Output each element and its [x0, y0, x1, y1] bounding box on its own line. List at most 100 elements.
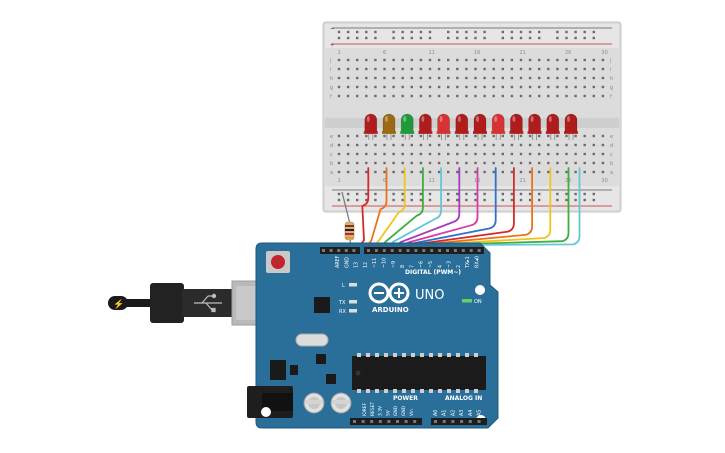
rail-hole[interactable] — [410, 192, 413, 196]
breadboard-hole[interactable] — [337, 94, 341, 98]
breadboard-hole[interactable] — [356, 67, 359, 71]
rail-hole[interactable] — [410, 198, 413, 202]
breadboard-hole[interactable] — [346, 143, 350, 147]
breadboard-hole[interactable] — [419, 143, 423, 147]
breadboard-hole[interactable] — [447, 85, 450, 89]
breadboard-hole[interactable] — [465, 161, 468, 165]
breadboard-hole[interactable] — [565, 58, 568, 62]
breadboard-hole[interactable] — [583, 143, 586, 147]
breadboard-hole[interactable] — [374, 134, 377, 138]
breadboard-hole[interactable] — [383, 76, 386, 80]
rail-hole[interactable] — [510, 30, 514, 34]
breadboard-hole[interactable] — [547, 94, 550, 98]
breadboard-hole[interactable] — [419, 58, 423, 62]
breadboard-hole[interactable] — [365, 76, 368, 80]
led[interactable] — [564, 113, 578, 140]
breadboard-hole[interactable] — [510, 143, 514, 147]
breadboard-hole[interactable] — [592, 161, 595, 165]
rail-hole[interactable] — [574, 198, 577, 202]
breadboard-hole[interactable] — [601, 170, 605, 174]
breadboard-hole[interactable] — [447, 76, 450, 80]
breadboard-hole[interactable] — [547, 76, 550, 80]
breadboard-hole[interactable] — [483, 161, 486, 165]
breadboard-hole[interactable] — [592, 94, 595, 98]
breadboard-hole[interactable] — [365, 161, 368, 165]
breadboard-hole[interactable] — [419, 85, 423, 89]
breadboard-hole[interactable] — [574, 152, 577, 156]
rail-hole[interactable] — [447, 36, 450, 40]
breadboard-hole[interactable] — [601, 161, 605, 165]
breadboard-hole[interactable] — [483, 134, 486, 138]
rail-hole[interactable] — [401, 198, 404, 202]
rail-hole[interactable] — [501, 36, 504, 40]
breadboard-hole[interactable] — [519, 58, 523, 62]
rail-hole[interactable] — [392, 198, 395, 202]
breadboard-hole[interactable] — [510, 76, 514, 80]
breadboard-hole[interactable] — [501, 85, 504, 89]
breadboard-hole[interactable] — [392, 76, 395, 80]
breadboard-hole[interactable] — [510, 152, 514, 156]
breadboard-hole[interactable] — [483, 67, 486, 71]
breadboard-hole[interactable] — [592, 152, 595, 156]
breadboard-hole[interactable] — [501, 94, 504, 98]
breadboard-hole[interactable] — [538, 85, 541, 89]
breadboard-hole[interactable] — [510, 67, 514, 71]
breadboard-hole[interactable] — [383, 161, 386, 165]
breadboard-hole[interactable] — [337, 134, 341, 138]
breadboard-hole[interactable] — [437, 85, 441, 89]
breadboard-hole[interactable] — [501, 76, 504, 80]
rail-hole[interactable] — [456, 198, 459, 202]
rail-hole[interactable] — [556, 192, 559, 196]
breadboard-hole[interactable] — [428, 152, 432, 156]
breadboard-hole[interactable] — [383, 143, 386, 147]
breadboard-hole[interactable] — [401, 152, 404, 156]
rail-hole[interactable] — [556, 198, 559, 202]
breadboard-hole[interactable] — [401, 76, 404, 80]
rail-hole[interactable] — [356, 36, 359, 40]
rail-hole[interactable] — [410, 36, 413, 40]
breadboard-hole[interactable] — [410, 152, 413, 156]
breadboard-hole[interactable] — [556, 134, 559, 138]
breadboard-hole[interactable] — [465, 143, 468, 147]
breadboard-hole[interactable] — [519, 134, 523, 138]
power-header[interactable] — [350, 418, 422, 425]
breadboard-hole[interactable] — [547, 143, 550, 147]
breadboard-hole[interactable] — [528, 134, 532, 138]
breadboard-hole[interactable] — [519, 143, 523, 147]
breadboard-hole[interactable] — [474, 58, 477, 62]
rail-hole[interactable] — [592, 192, 595, 196]
led[interactable] — [473, 113, 487, 140]
rail-hole[interactable] — [538, 192, 541, 196]
breadboard-hole[interactable] — [601, 134, 605, 138]
rail-hole[interactable] — [474, 192, 477, 196]
breadboard-hole[interactable] — [383, 67, 386, 71]
breadboard-hole[interactable] — [456, 161, 459, 165]
breadboard-hole[interactable] — [474, 94, 477, 98]
breadboard-hole[interactable] — [410, 134, 413, 138]
rail-hole[interactable] — [428, 36, 432, 40]
arduino-uno-board[interactable]: ARDUINO UNO DIGITAL (PWM~) POWER ANALOG … — [247, 242, 499, 429]
breadboard-hole[interactable] — [538, 161, 541, 165]
breadboard-hole[interactable] — [528, 67, 532, 71]
breadboard-hole[interactable] — [365, 94, 368, 98]
rail-hole[interactable] — [346, 198, 350, 202]
rail-hole[interactable] — [374, 30, 377, 34]
rail-hole[interactable] — [501, 192, 504, 196]
breadboard-hole[interactable] — [519, 152, 523, 156]
rail-hole[interactable] — [337, 198, 341, 202]
breadboard-hole[interactable] — [519, 94, 523, 98]
breadboard-hole[interactable] — [392, 161, 395, 165]
breadboard-hole[interactable] — [592, 170, 595, 174]
rail-hole[interactable] — [565, 36, 568, 40]
breadboard-hole[interactable] — [392, 85, 395, 89]
breadboard-hole[interactable] — [565, 94, 568, 98]
rail-hole[interactable] — [356, 192, 359, 196]
breadboard-hole[interactable] — [401, 134, 404, 138]
breadboard-hole[interactable] — [392, 170, 395, 174]
breadboard-hole[interactable] — [565, 85, 568, 89]
breadboard-hole[interactable] — [483, 170, 486, 174]
rail-hole[interactable] — [356, 198, 359, 202]
rail-hole[interactable] — [483, 30, 486, 34]
led[interactable] — [400, 113, 415, 140]
breadboard-hole[interactable] — [592, 67, 595, 71]
